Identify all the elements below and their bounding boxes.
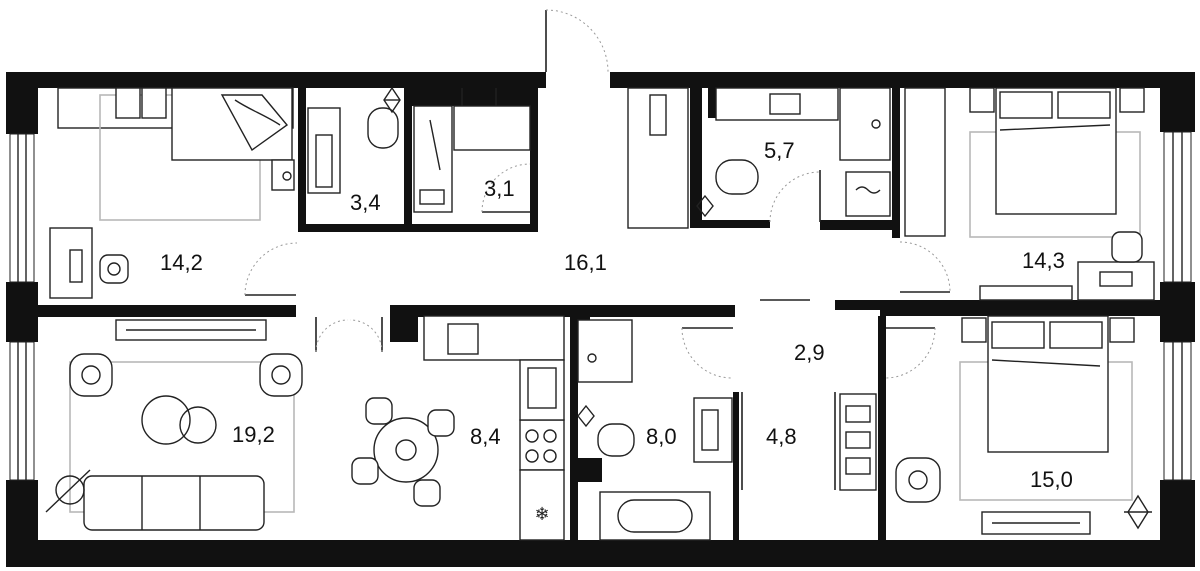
armchair-icon [1111,231,1143,263]
svg-text:❄: ❄ [534,504,549,525]
area-labels: 14,2 3,4 3,1 16,1 5,7 14,3 19,2 8,4 8,0 … [160,138,1073,492]
area-bathroom-right: 5,7 [764,138,795,163]
area-kitchen: 8,4 [470,424,501,449]
bed-icon [987,315,1109,453]
wardrobe [413,88,531,213]
storage [839,393,877,491]
stove-icon [519,419,565,471]
area-living-room: 19,2 [232,422,275,447]
plant-icon [577,404,595,428]
bedroom-top-right [904,87,1155,301]
bed-icon [995,87,1117,215]
dining-table-icon [351,397,455,507]
bathroom-right [627,87,891,229]
bedroom-left [49,87,295,299]
plant-icon [383,86,401,114]
area-bedroom-top-right: 14,3 [1022,248,1065,273]
area-bedroom-left: 14,2 [160,250,203,275]
sink-icon [693,397,733,463]
bedroom-bottom-right [895,315,1152,535]
area-bathroom-center: 8,0 [646,424,677,449]
living-room [45,319,303,531]
washing-machine-icon [845,171,891,217]
area-corridor: 2,9 [794,340,825,365]
kitchen: ❄ [351,315,565,541]
armchair-icon [69,353,113,397]
walls [6,72,1195,567]
floor-lamp-icon [45,469,91,513]
armchair-icon [895,457,941,503]
toilet-icon [715,159,759,195]
area-hallway: 16,1 [564,250,607,275]
area-bedroom-bottom-right: 15,0 [1030,467,1073,492]
area-bathroom-small: 3,4 [350,190,381,215]
area-wardrobe: 3,1 [484,176,515,201]
bathtub-icon [599,491,711,541]
armchair-icon [99,254,129,284]
armchair-icon [259,353,303,397]
toilet-icon [597,423,635,457]
windows [9,131,1192,481]
bed-icon [171,87,293,161]
doors [244,9,951,490]
plant-icon [696,194,714,218]
bathroom-center [577,319,733,541]
area-storage: 4,8 [766,424,797,449]
bathroom-small [307,86,401,194]
sofa-icon [83,475,265,531]
plant-icon [1124,494,1152,530]
